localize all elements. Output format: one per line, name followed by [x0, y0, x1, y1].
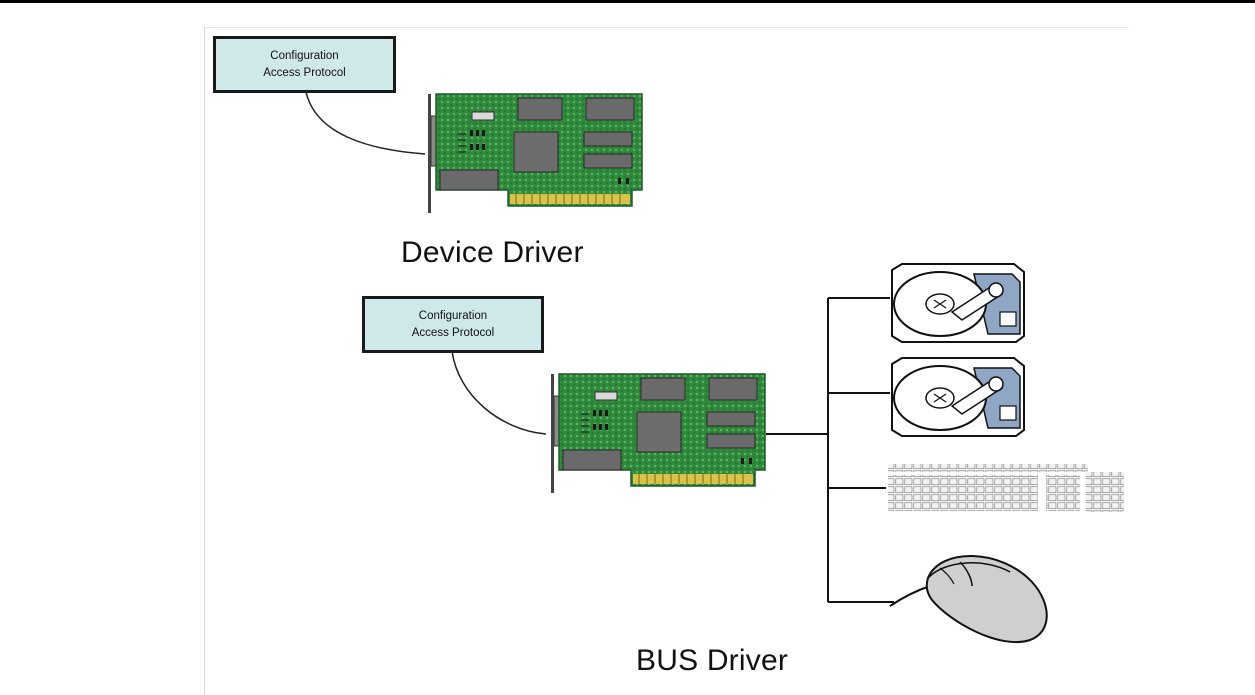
bus-config-protocol-box: Configuration Access Protocol [362, 296, 544, 353]
mouse-icon [889, 555, 1048, 643]
device-driver-caption: Device Driver [401, 236, 584, 269]
device-config-protocol-line1: Configuration [270, 49, 339, 62]
keyboard-icon [886, 462, 1126, 516]
device-protocol-link [305, 91, 426, 155]
bus-driver-card [550, 373, 766, 494]
device-config-protocol-line2: Access Protocol [263, 66, 346, 79]
bus-protocol-link [451, 350, 547, 435]
bus-driver-caption: BUS Driver [636, 644, 789, 677]
bus-wiring [766, 297, 894, 603]
hard-disk-1-icon [891, 263, 1025, 343]
device-driver-card [427, 93, 643, 214]
top-rule [0, 0, 1255, 3]
diagram-panel [204, 27, 1129, 695]
hard-disk-2-icon [891, 357, 1025, 437]
bus-config-protocol-line2: Access Protocol [411, 326, 495, 339]
device-config-protocol-box: Configuration Access Protocol [213, 36, 396, 93]
bus-config-protocol-line1: Configuration [418, 309, 488, 322]
